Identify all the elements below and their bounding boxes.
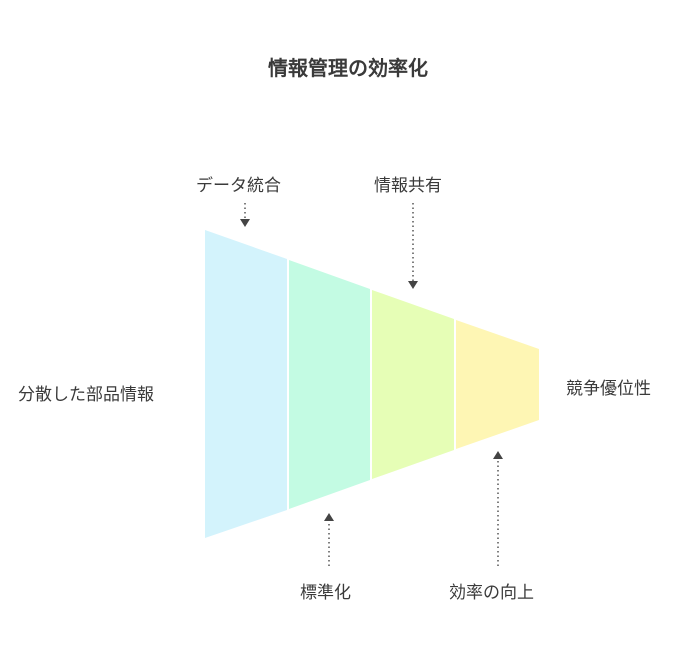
- stage-label-3: 情報共有: [374, 176, 442, 196]
- pointer-arrow-1: [240, 203, 250, 227]
- pointer-arrow-4: [493, 451, 503, 566]
- stage-label-2: 標準化: [300, 583, 351, 603]
- diagram-title: 情報管理の効率化: [268, 56, 428, 80]
- funnel-segment-4: [456, 320, 539, 449]
- end-label: 競争優位性: [566, 379, 651, 399]
- stage-label-4: 効率の向上: [449, 583, 534, 603]
- pointer-arrow-2: [324, 513, 334, 566]
- start-label: 分散した部品情報: [18, 385, 154, 405]
- stage-label-1: データ統合: [196, 176, 281, 196]
- funnel-segment-3: [372, 290, 454, 479]
- funnel-segment-1: [205, 230, 287, 538]
- pointer-arrow-3: [408, 203, 418, 289]
- funnel-segment-2: [289, 260, 370, 509]
